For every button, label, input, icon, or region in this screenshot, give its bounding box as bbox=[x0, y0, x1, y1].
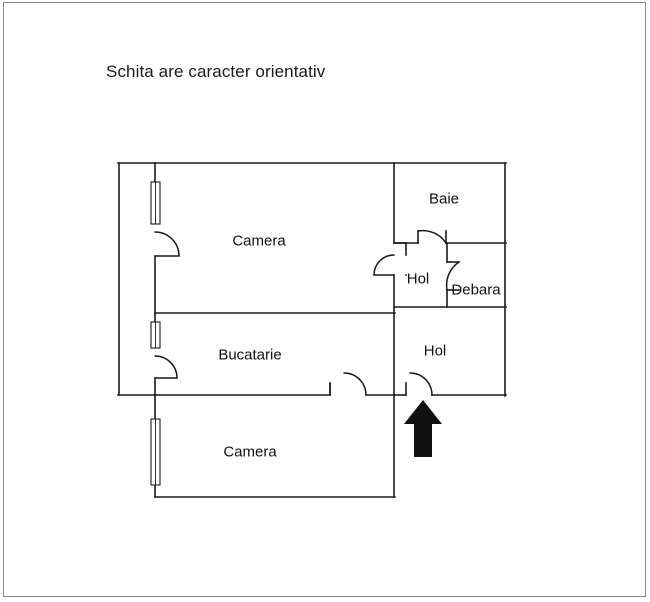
room-label-hol-lower: Hol bbox=[423, 342, 447, 360]
room-label-baie: Baie bbox=[428, 190, 460, 208]
room-label-camera-top: Camera bbox=[232, 232, 286, 250]
windows-group bbox=[150, 181, 161, 486]
room-label-debara: Debara bbox=[451, 281, 501, 299]
door-baie-arc bbox=[417, 229, 447, 244]
room-label-camera-bottom: Camera bbox=[223, 443, 277, 461]
door-bucatarie-arc bbox=[154, 355, 178, 379]
room-label-hol-upper: Hol bbox=[406, 270, 430, 288]
door-camera-bottom-arc bbox=[343, 372, 367, 396]
entrance-arrow-shape bbox=[404, 400, 442, 457]
door-camera-top-arc bbox=[154, 231, 180, 257]
door-entrance-arc bbox=[409, 372, 433, 396]
page-title: Schita are caracter orientativ bbox=[106, 62, 326, 81]
door-debara-arc bbox=[445, 261, 460, 291]
doors-group bbox=[154, 229, 460, 396]
walls-group bbox=[117, 162, 507, 498]
room-label-bucatarie: Bucatarie bbox=[218, 346, 282, 364]
entrance-arrow bbox=[404, 400, 442, 457]
page-border bbox=[3, 2, 646, 597]
door-hol-upper-arc bbox=[373, 254, 395, 276]
